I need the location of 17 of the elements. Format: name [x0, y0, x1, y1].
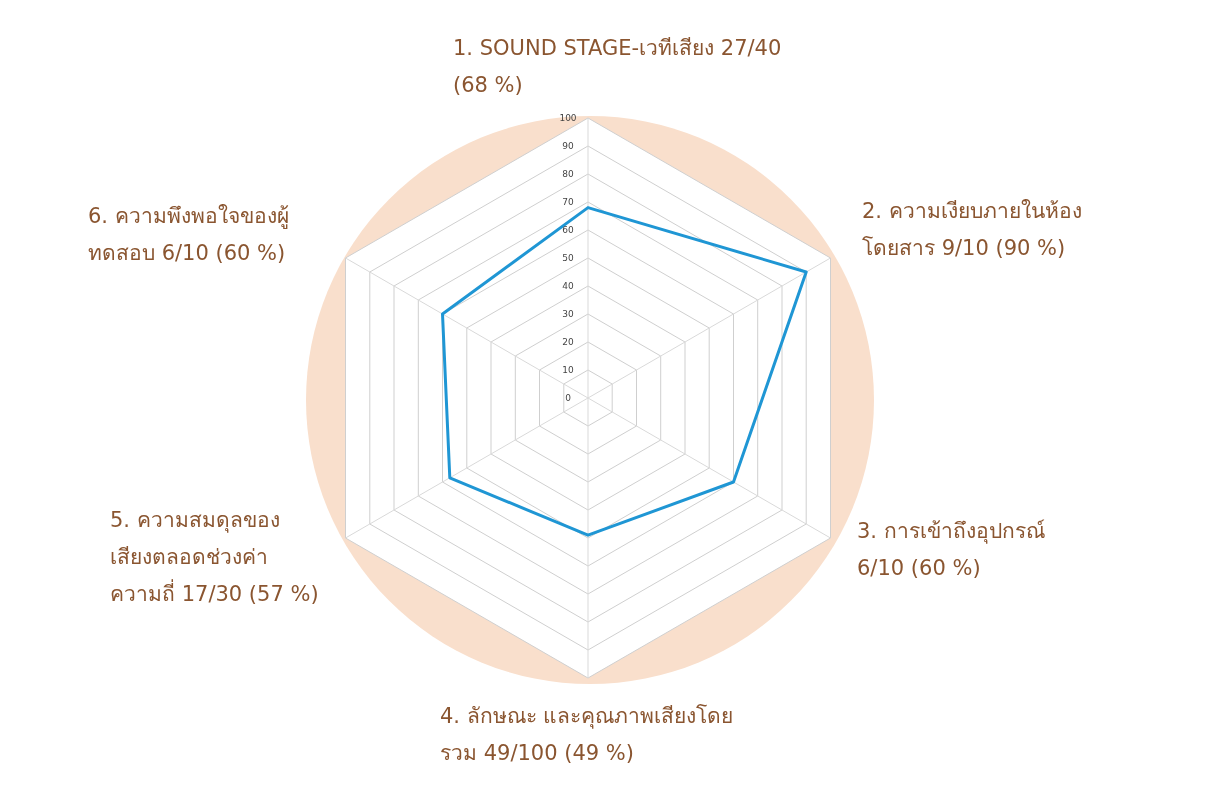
axis-label: 1. SOUND STAGE-เวทีเสียง 27/40 (68 %) [453, 35, 783, 99]
axis-label: 4. ลักษณะ และคุณภาพเสียงโดยรวม 49/100 (49 %) [440, 703, 735, 767]
tick-label: 40 [561, 281, 575, 291]
tick-label: 70 [561, 197, 575, 207]
tick-label: 10 [561, 365, 575, 375]
tick-label: 80 [561, 169, 575, 179]
tick-label: 90 [561, 141, 575, 151]
tick-label: 20 [561, 337, 575, 347]
tick-label: 30 [561, 309, 575, 319]
axis-label: 5. ความสมดุลของเสียงตลอดช่วงค่าความถี่ 17/30 (57 %) [110, 507, 320, 608]
axis-label: 6. ความพึงพอใจของผู้ทดสอบ 6/10 (60 %) [88, 203, 290, 267]
tick-label: 0 [564, 393, 572, 403]
axis-label: 2. ความเงียบภายในห้องโดยสาร 9/10 (90 %) [862, 198, 1083, 262]
tick-label: 50 [561, 253, 575, 263]
tick-label: 100 [558, 113, 578, 123]
tick-label: 60 [561, 225, 575, 235]
axis-label: 3. การเข้าถึงอุปกรณ์ 6/10 (60 %) [857, 518, 1046, 582]
